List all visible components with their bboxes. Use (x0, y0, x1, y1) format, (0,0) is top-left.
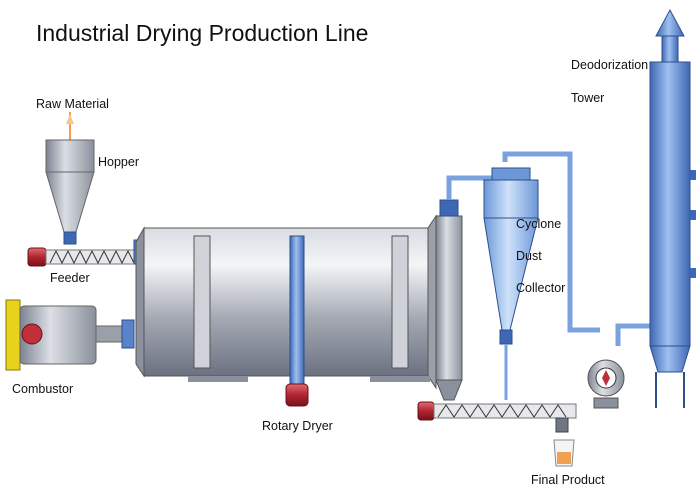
combustor (5, 299, 135, 371)
discharge-conveyor (417, 401, 577, 433)
diagram-title: Industrial Drying Production Line (36, 20, 369, 46)
label-cyclone: Cyclone (516, 217, 562, 231)
final-product-container (553, 439, 575, 467)
air-ducts (446, 151, 660, 346)
induced-draft-fan (587, 359, 625, 409)
rotary-dryer (135, 214, 437, 407)
label-feeder: Feeder (50, 271, 90, 285)
label-final-product: Final Product (531, 473, 605, 487)
label-dust: Dust (516, 249, 542, 263)
label-hopper: Hopper (98, 155, 139, 169)
label-rotary-dryer: Rotary Dryer (262, 419, 333, 433)
label-deodorization: Deodorization (571, 58, 649, 72)
label-combustor: Combustor (12, 382, 74, 396)
hopper (45, 112, 95, 245)
deodorization-tower (649, 8, 696, 408)
discharge-box (435, 199, 463, 401)
label-collector: Collector (516, 281, 566, 295)
label-tower: Tower (571, 91, 605, 105)
label-raw-material: Raw Material (36, 97, 109, 111)
cyclone-dust-collector (483, 167, 539, 400)
screw-feeder (27, 239, 145, 267)
